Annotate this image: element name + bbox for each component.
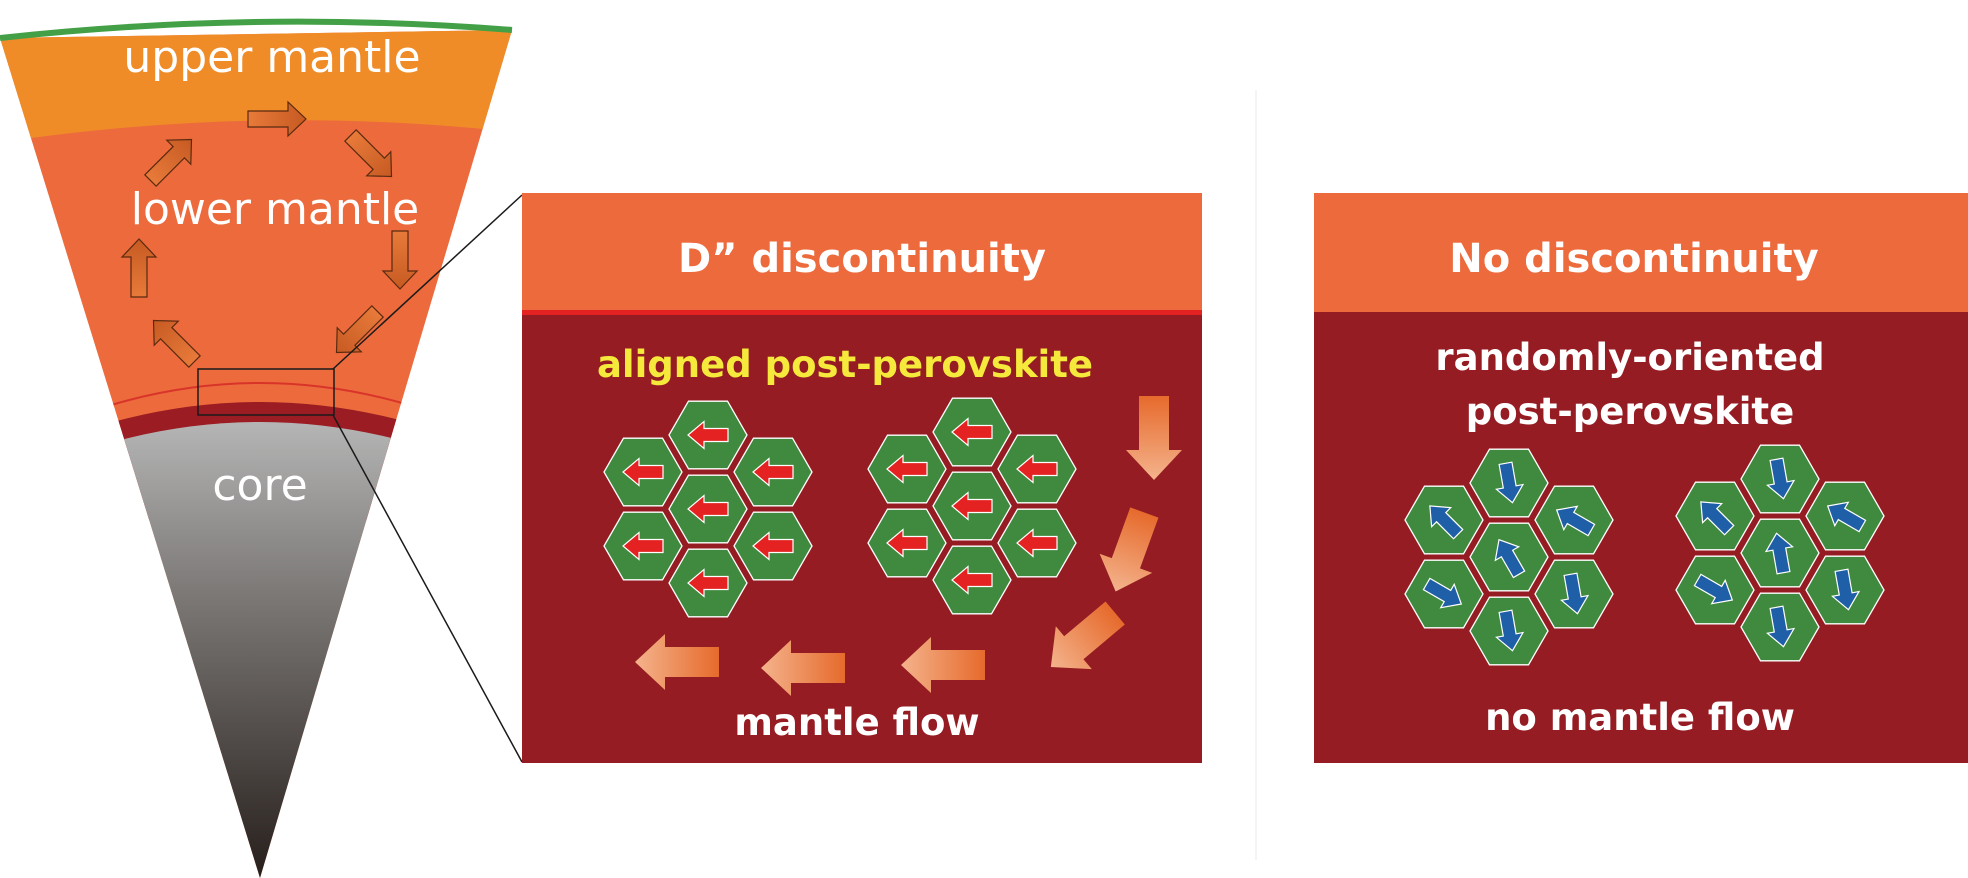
flow-label: no mantle flow: [1485, 696, 1795, 739]
blue-arrow-icon: [1495, 461, 1525, 504]
panel-header: [522, 193, 1202, 312]
left-arrow-icon: [622, 531, 664, 561]
blue-arrow-icon: [1766, 605, 1796, 648]
no-discontinuity-panel: No discontinuity randomly-oriented post-…: [1314, 193, 1968, 763]
orange-flow-arrow-icon: [901, 637, 985, 693]
blue-arrow-icon: [1555, 505, 1596, 537]
aligned-crystal-cluster: [603, 400, 813, 618]
aligned-crystal-cluster: [867, 397, 1077, 615]
upper-mantle-label: upper mantle: [123, 32, 420, 83]
left-arrow-icon: [687, 420, 729, 450]
zoom-box: [197, 368, 335, 416]
orange-flow-arrow-icon: [1099, 507, 1159, 592]
left-arrow-icon: [687, 568, 729, 598]
core-label: core: [212, 460, 307, 511]
random-crystal-cluster: [1675, 444, 1885, 662]
blue-arrow-icon: [1700, 501, 1735, 536]
left-arrow-icon: [687, 494, 729, 524]
blue-arrow-icon: [1422, 577, 1463, 609]
d-discontinuity-panel: D” discontinuity aligned post-perovskite…: [522, 193, 1202, 763]
crust-line: [0, 18, 513, 41]
lower-mantle-label: lower mantle: [131, 184, 420, 235]
blue-arrow-icon: [1766, 457, 1796, 500]
convection-arrow-icon: [343, 128, 393, 178]
blue-arrow-icon: [1831, 568, 1861, 611]
left-arrow-icon: [951, 565, 993, 595]
convection-arrow-icon: [152, 319, 202, 369]
zoom-line-bottom: [332, 414, 523, 763]
flow-label: mantle flow: [734, 701, 979, 744]
blue-arrow-icon: [1560, 572, 1590, 615]
convection-arrow-icon: [381, 230, 419, 290]
panel-subtitle-line2: post-perovskite: [1466, 390, 1794, 433]
panel-title: D” discontinuity: [678, 236, 1046, 282]
discontinuity-line: [522, 310, 1202, 315]
panel-subtitle: aligned post-perovskite: [597, 343, 1093, 386]
left-arrow-icon: [951, 417, 993, 447]
left-arrow-icon: [622, 457, 664, 487]
convection-cycle: [120, 100, 419, 369]
orange-flow-arrow-icon: [1050, 601, 1125, 670]
convection-arrow-icon: [143, 138, 193, 188]
left-arrow-icon: [752, 531, 794, 561]
convection-arrow-icon: [335, 304, 385, 354]
panel-title: No discontinuity: [1449, 236, 1818, 282]
panel-header: [1314, 193, 1968, 312]
d-layer-boundary: [94, 382, 426, 411]
blue-arrow-icon: [1495, 609, 1525, 652]
blue-arrow-icon: [1826, 501, 1867, 533]
left-arrow-icon: [752, 457, 794, 487]
left-arrow-icon: [1016, 454, 1058, 484]
left-arrow-icon: [886, 528, 928, 558]
blue-arrow-icon: [1693, 573, 1734, 605]
convection-arrow-icon: [120, 238, 158, 298]
left-arrow-icon: [886, 454, 928, 484]
convection-arrow-icon: [247, 100, 307, 138]
blue-arrow-icon: [1494, 538, 1526, 579]
random-crystal-cluster: [1404, 448, 1614, 666]
mantle-flow-arrows: [635, 396, 1182, 696]
left-arrow-icon: [1016, 528, 1058, 558]
orange-flow-arrow-icon: [1126, 396, 1182, 480]
orange-flow-arrow-icon: [635, 634, 719, 690]
blue-arrow-icon: [1764, 532, 1794, 575]
left-arrow-icon: [951, 491, 993, 521]
upper-mantle-region: [0, 30, 512, 144]
panel-subtitle-line1: randomly-oriented: [1435, 336, 1824, 379]
orange-flow-arrow-icon: [761, 640, 845, 696]
blue-arrow-icon: [1429, 505, 1464, 540]
earth-cross-section: upper mantle lower mantle core: [0, 18, 523, 878]
zoom-line-top: [332, 194, 523, 370]
